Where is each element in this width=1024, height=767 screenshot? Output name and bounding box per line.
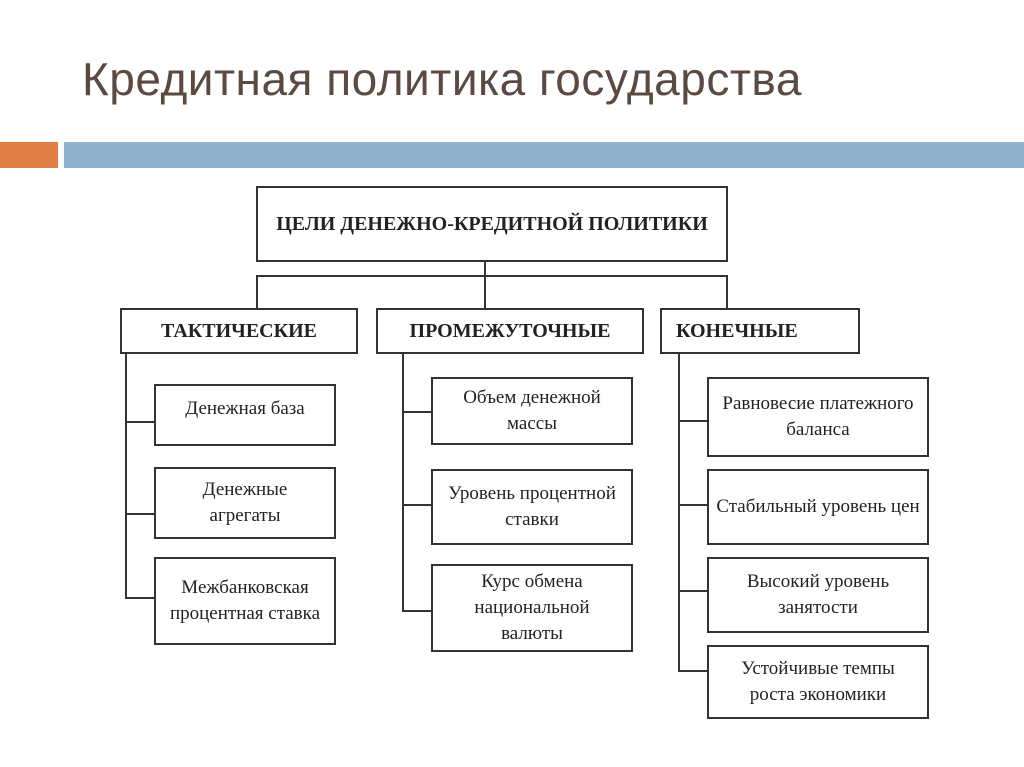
connector (678, 420, 707, 422)
connector (125, 513, 154, 515)
category-final: КОНЕЧНЫЕ (660, 308, 860, 354)
accent-bar-orange (0, 142, 58, 168)
category-intermediate: ПРОМЕЖУТОЧНЫЕ (376, 308, 644, 354)
category-tactical: ТАКТИЧЕСКИЕ (120, 308, 358, 354)
connector (678, 504, 707, 506)
goal-box: Межбанковская процентная ставка (154, 557, 336, 645)
connector (678, 670, 707, 672)
connector (484, 275, 486, 308)
connector (678, 590, 707, 592)
connector (402, 411, 431, 413)
connector (402, 354, 404, 612)
goal-box: Денежные агрегаты (154, 467, 336, 539)
accent-bar-blue (64, 142, 1024, 168)
goal-box: Денежная база (154, 384, 336, 446)
connector (256, 275, 728, 277)
slide-title: Кредитная политика государства (82, 53, 802, 105)
goal-box: Устойчивые темпы роста экономики (707, 645, 929, 719)
connector (726, 275, 728, 308)
goal-box: Объем денежной массы (431, 377, 633, 445)
connector (402, 610, 431, 612)
connector (678, 354, 680, 672)
connector (256, 275, 258, 308)
goal-box: Высокий уровень занятости (707, 557, 929, 633)
goal-box: Стабильный уровень цен (707, 469, 929, 545)
connector (125, 421, 154, 423)
root-node: ЦЕЛИ ДЕНЕЖНО-КРЕДИТНОЙ ПОЛИТИКИ (256, 186, 728, 262)
connector (125, 354, 127, 599)
goal-box: Равновесие платежного баланса (707, 377, 929, 457)
connector (402, 504, 431, 506)
connector (125, 597, 154, 599)
goal-box: Уровень процентной ставки (431, 469, 633, 545)
goal-box: Курс обмена национальной валюты (431, 564, 633, 652)
